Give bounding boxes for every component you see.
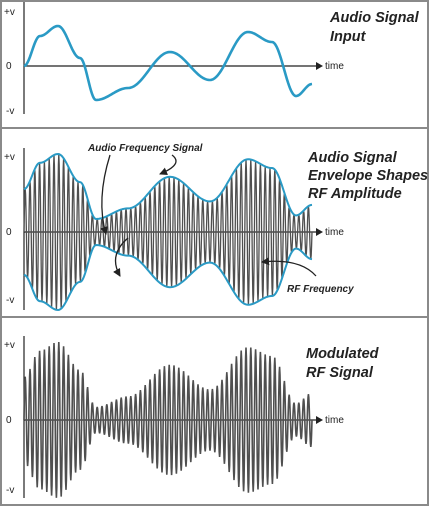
panel-title-line-1: Modulated [306,346,380,362]
rf-carrier-wave [23,154,313,310]
annotation-audio-frequency-signal: Audio Frequency Signal [87,143,203,154]
y-label-plus: +v [4,152,15,163]
envelope-lower [23,244,313,312]
annotation-arrow-bottom [113,237,129,277]
envelope-upper [23,152,313,220]
panel-envelope: +v 0 -v time Audio Signal Envelope Shape… [4,143,428,312]
y-label-zero: 0 [6,227,12,238]
annotation-rf-frequency: RF Frequency [287,284,354,295]
panel-title-line-2: Input [330,29,367,45]
y-label-minus: -v [6,485,14,496]
x-axis-arrow-icon [316,416,323,424]
panel-audio-input: +v 0 -v time Audio Signal Input [4,2,420,117]
x-axis-arrow-icon [316,62,323,70]
y-label-minus: -v [6,295,14,306]
y-label-zero: 0 [6,415,12,426]
panel-title-line-3: RF Amplitude [308,186,402,202]
y-label-zero: 0 [6,61,12,72]
x-label-time: time [325,61,344,72]
modulated-rf-wave [23,342,313,498]
audio-signal-wave [23,24,313,102]
y-label-plus: +v [4,7,15,18]
panel-title-line-2: RF Signal [306,365,374,381]
annotation-arrow-rf [261,257,317,277]
panel-modulated-rf: +v 0 -v time Modulated RF Signal [4,336,380,498]
x-label-time: time [325,415,344,426]
panel-title-line-2: Envelope Shapes [308,168,428,184]
y-label-minus: -v [6,106,14,117]
y-label-plus: +v [4,340,15,351]
panel-title-line-1: Audio Signal [329,10,420,26]
x-label-time: time [325,227,344,238]
annotation-arrow-top [159,154,177,175]
annotation-arrow-left [100,154,111,235]
x-axis-arrow-icon [316,228,323,236]
panel-title-line-1: Audio Signal [307,150,398,166]
